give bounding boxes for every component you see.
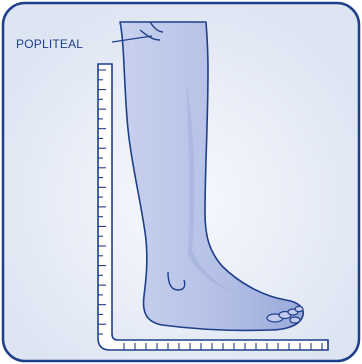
popliteal-label: POPLITEAL [16,37,83,51]
